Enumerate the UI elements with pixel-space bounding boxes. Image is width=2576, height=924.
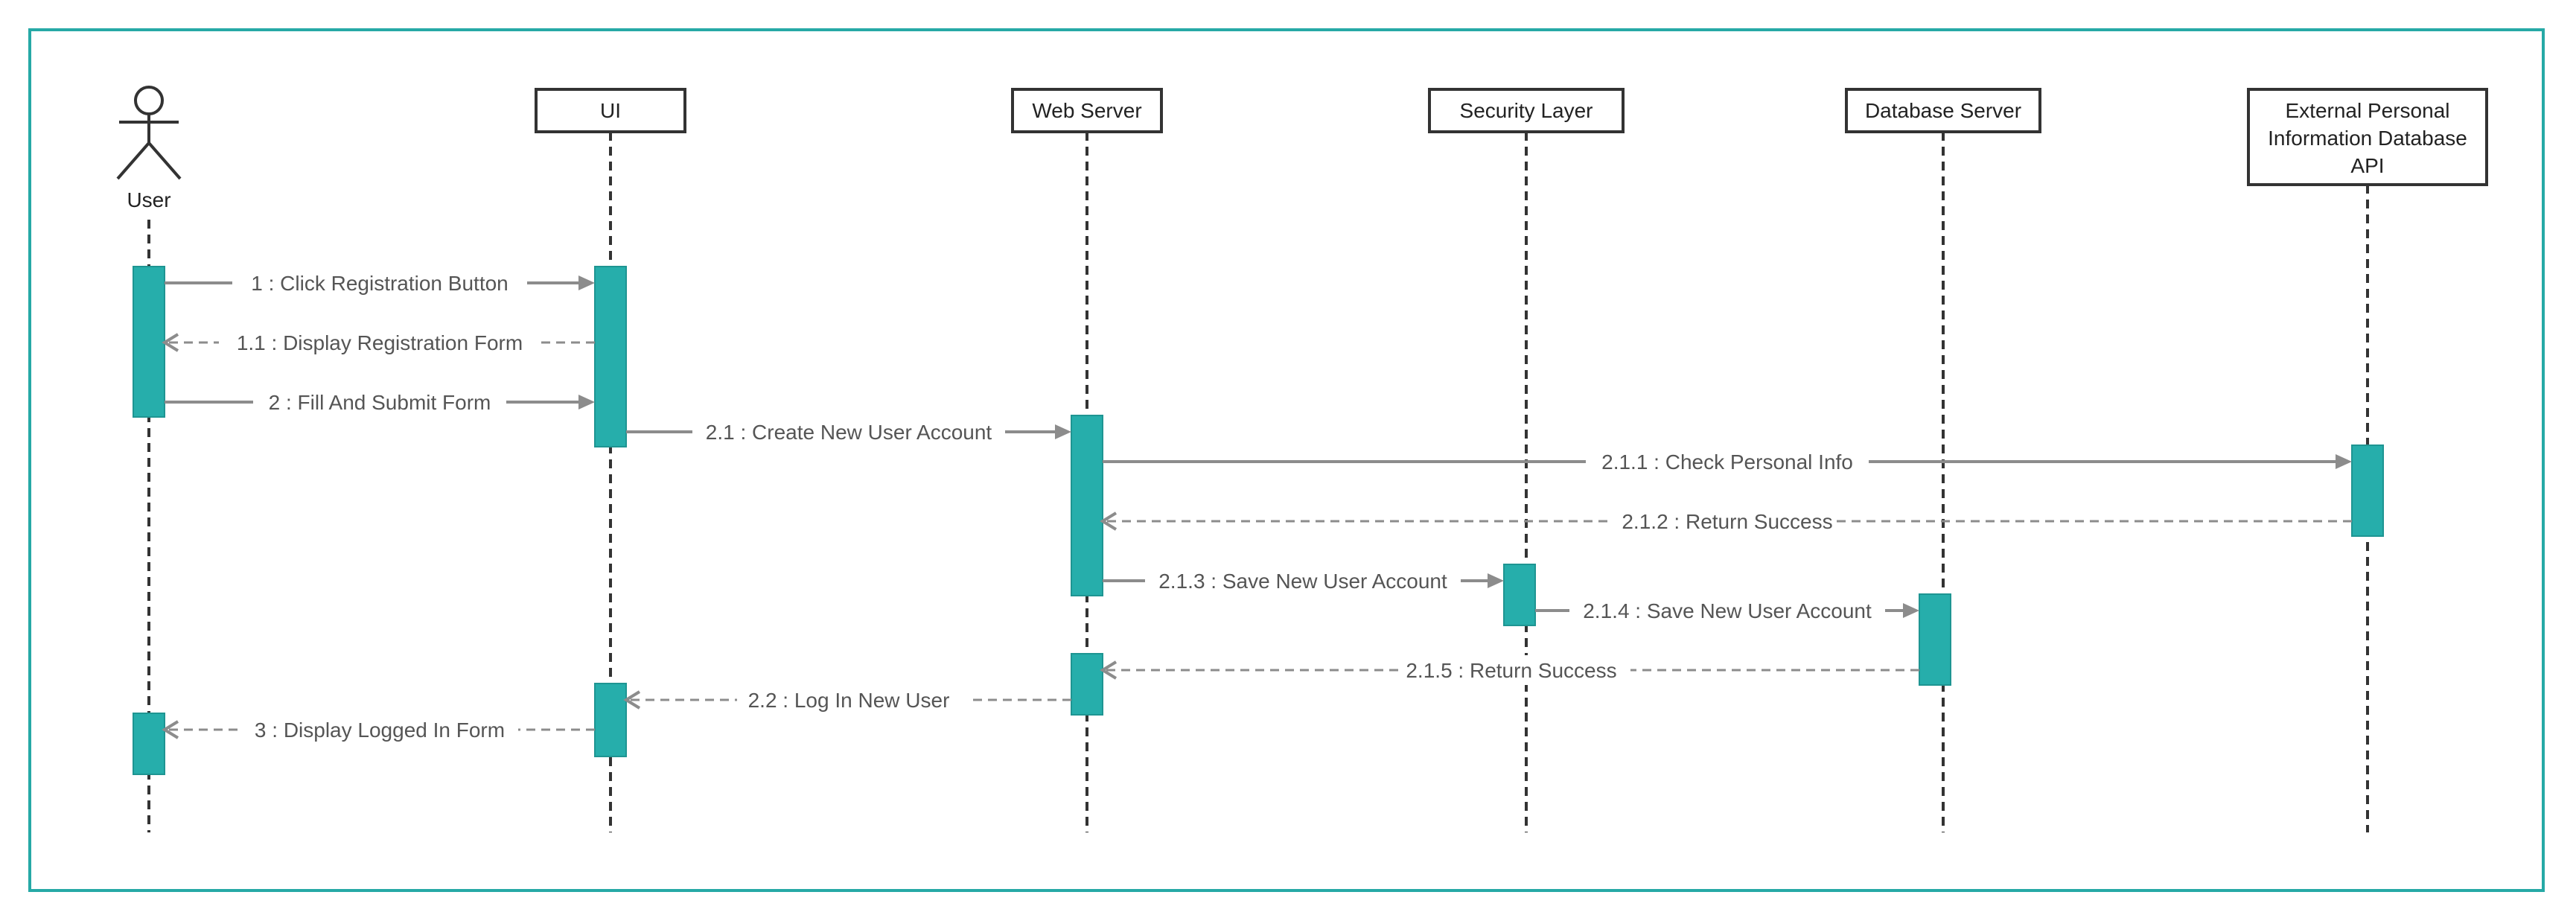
message-2-1-1[interactable]: 2.1.1 : Check Personal Info [1103,447,2352,477]
message-label: 2.1.4 : Save New User Account [1583,599,1872,622]
participant-external-api[interactable]: External Personal Information Database A… [2247,88,2488,186]
arrow-head-icon [578,395,595,410]
message-label: 3 : Display Logged In Form [255,719,505,742]
arrow-head-icon [1100,660,1118,680]
message-label-background [232,268,527,298]
message-label: 2 : Fill And Submit Form [269,391,491,414]
message-label: 2.1.3 : Save New User Account [1158,570,1447,593]
diagram-frame [28,28,2545,892]
participant-box [2247,88,2488,186]
message-label-background [219,328,541,357]
participant-web-server[interactable]: Web Server [1011,88,1163,133]
message-2-1-5[interactable]: 2.1.5 : Return Success [1100,655,1919,685]
arrow-head-icon [1100,512,1118,531]
activation-user-1 [133,266,165,418]
message-label: 2.1.2 : Return Success [1622,510,1832,533]
activation-database-server [1919,593,1951,686]
arrow-head-icon [2336,454,2352,469]
message-label: 1 : Click Registration Button [251,272,508,295]
arrow-head-icon [623,690,641,710]
arrow-head-icon [1488,573,1504,588]
participant-box [1428,88,1625,133]
message-label: 1.1 : Display Registration Form [237,331,523,354]
message-label: 2.2 : Log In New User [748,689,950,712]
activation-security-layer [1503,564,1536,626]
message-label-background [1608,506,1831,536]
actor-name: User [127,188,170,211]
message-label-background [241,715,518,745]
message-label: 2.1 : Create New User Account [706,421,992,444]
arrow-head-icon [1055,424,1071,439]
message-label-background [253,387,506,417]
message-label-background [692,417,1005,447]
message-1[interactable]: 1 : Click Registration Button [165,268,595,298]
activation-ui-2 [594,683,627,757]
participant-label: Web Server [1032,99,1141,122]
participant-security-layer[interactable]: Security Layer [1428,88,1625,133]
activation-web-server-2 [1071,653,1103,716]
actor-left-leg [116,141,150,180]
participant-database-server[interactable]: Database Server [1845,88,2041,133]
message-2-1-3[interactable]: 2.1.3 : Save New User Account [1103,566,1504,596]
participant-label-line-1: External Personal [2285,99,2449,122]
message-label-background [737,685,968,715]
participant-box [535,88,686,133]
participant-label: Database Server [1865,99,2021,122]
message-label: 2.1.1 : Check Personal Info [1601,450,1853,474]
message-label-background [1586,447,1869,477]
message-label-background [1145,566,1461,596]
message-2-1-4[interactable]: 2.1.4 : Save New User Account [1535,596,1919,625]
participant-label: UI [600,99,621,122]
activation-user-2 [133,713,165,775]
participant-label-line-3: API [2350,154,2384,177]
message-label-background [1569,596,1885,625]
actor-right-leg [147,141,182,180]
activation-web-server-1 [1071,415,1103,596]
participant-label-line-2: Information Database [2268,127,2467,150]
message-1-1[interactable]: 1.1 : Display Registration Form [162,328,595,357]
participant-box [1011,88,1163,133]
participant-ui[interactable]: UI [535,88,686,133]
message-2[interactable]: 2 : Fill And Submit Form [165,387,595,417]
participant-label: Security Layer [1460,99,1593,122]
actor-user[interactable]: User [116,86,182,211]
arrow-head-icon [1903,603,1919,618]
arrow-head-icon [162,720,179,739]
actor-head [134,86,164,115]
activation-external-api [2351,445,2384,537]
arrow-head-icon [578,275,595,290]
arrow-head-icon [162,333,179,352]
message-2-1[interactable]: 2.1 : Create New User Account [626,417,1071,447]
message-2-1-2[interactable]: 2.1.2 : Return Success [1100,506,2352,536]
message-2-2[interactable]: 2.2 : Log In New User [623,685,1071,715]
message-label-background [1400,655,1630,685]
participant-box [1845,88,2041,133]
activation-ui-1 [594,266,627,447]
message-3[interactable]: 3 : Display Logged In Form [162,715,595,745]
message-label: 2.1.5 : Return Success [1406,659,1616,682]
